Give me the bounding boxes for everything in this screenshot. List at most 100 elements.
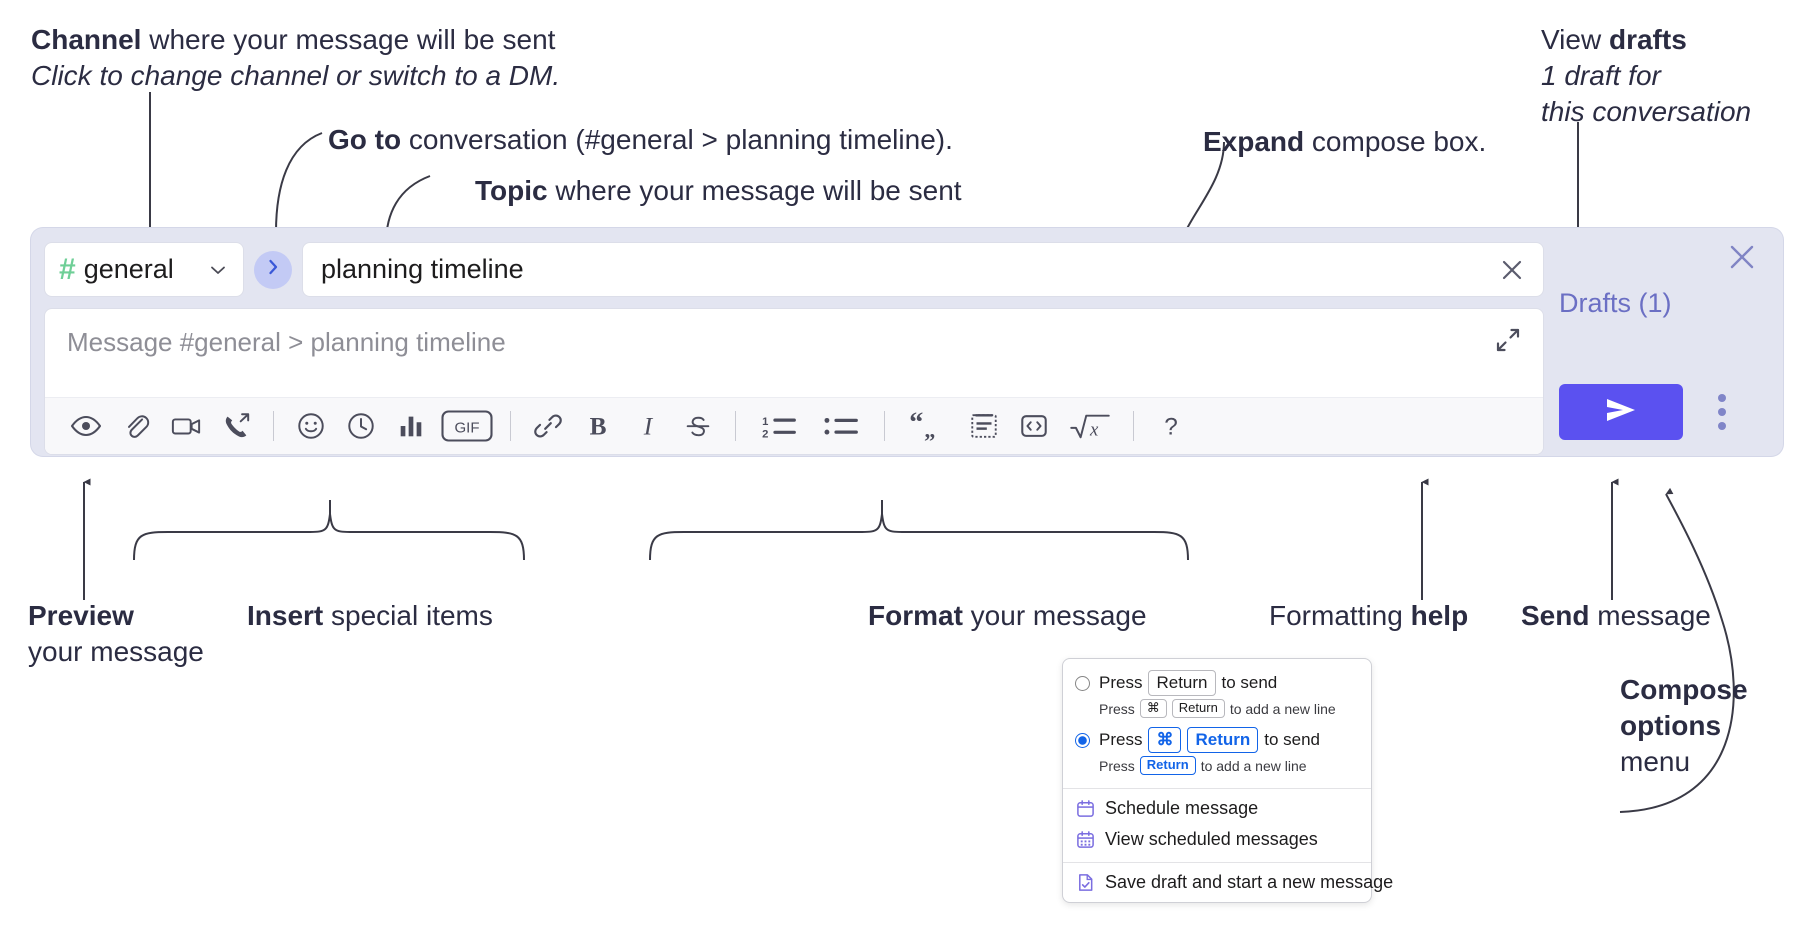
annotation-drafts-plain: View (1541, 24, 1609, 55)
message-input[interactable]: Message #general > planning timeline (45, 309, 1543, 397)
bulleted-list-icon[interactable] (810, 402, 872, 450)
annotation-preview: Preview your message (28, 598, 204, 670)
key-return: Return (1148, 670, 1216, 697)
menu-divider (1063, 787, 1371, 789)
annotation-channel-bold: Channel (31, 24, 142, 55)
formatting-toolbar: GIF (45, 397, 1543, 454)
compose-options-menu: Press Return to send Press ⌘ Return to a… (1062, 658, 1393, 903)
preview-icon[interactable] (61, 402, 111, 450)
annotation-topic-bold: Topic (475, 175, 548, 206)
code-block-icon[interactable] (959, 402, 1009, 450)
svg-text:1: 1 (762, 416, 768, 428)
annotation-channel: Channel where your message will be sent … (31, 22, 560, 94)
annotation-insert-bold: Insert (247, 600, 324, 631)
channel-selector[interactable]: # general (44, 242, 244, 297)
annotation-expand-bold: Expand (1203, 126, 1305, 157)
inline-code-icon[interactable] (1009, 402, 1059, 450)
go-to-conversation-button[interactable] (254, 250, 292, 289)
annotation-compose-options-line2: options (1620, 709, 1722, 741)
clock-icon[interactable] (336, 402, 386, 450)
annotation-expand-rest: compose box. (1304, 126, 1487, 157)
annotation-drafts-italic1: 1 draft for (1541, 59, 1661, 91)
annotation-insert: Insert special items (247, 598, 493, 634)
menu-item-view-scheduled[interactable]: View scheduled messages (1063, 824, 1371, 855)
compose-header-row: # general planning timeline (44, 241, 1544, 298)
svg-text:GIF: GIF (455, 420, 480, 437)
send-option-return-hint: Press ⌘ Return to add a new line (1063, 697, 1371, 724)
annotation-preview-bold: Preview (28, 600, 134, 631)
math-icon[interactable]: x (1059, 402, 1121, 450)
save-draft-icon (1075, 872, 1095, 892)
press-label: Press (1099, 757, 1135, 774)
more-vertical-dot (1718, 422, 1726, 430)
annotation-format-bold: Format (868, 600, 963, 631)
radio-unselected-icon[interactable] (1075, 675, 1090, 691)
toolbar-separator (884, 411, 885, 441)
video-camera-icon[interactable] (161, 402, 211, 450)
strikethrough-icon[interactable] (673, 402, 723, 450)
radio-selected-icon[interactable] (1075, 732, 1090, 748)
key-command: ⌘ (1139, 699, 1167, 718)
annotation-compose-options: Compose options menu (1620, 672, 1748, 779)
annotation-goto: Go to conversation (#general > planning … (328, 122, 953, 158)
blockquote-icon[interactable]: “ „ (897, 402, 959, 450)
annotation-goto-rest: conversation (#general > planning timeli… (401, 124, 953, 155)
send-option-cmd-return[interactable]: Press ⌘ Return to send (1063, 724, 1371, 754)
menu-item-label: Schedule message (1105, 797, 1259, 818)
close-icon[interactable] (1725, 240, 1761, 276)
svg-text:B: B (590, 412, 607, 440)
annotation-topic-rest: where your message will be sent (547, 175, 962, 206)
annotation-channel-italic: Click to change channel or switch to a D… (31, 59, 561, 91)
to-send-label: to send (1264, 730, 1321, 750)
menu-item-schedule-message[interactable]: Schedule message (1063, 793, 1371, 824)
key-command: ⌘ (1148, 726, 1182, 754)
hash-icon: # (59, 252, 76, 286)
newline-label: to add a new line (1200, 757, 1307, 774)
toolbar-separator (735, 411, 736, 441)
toolbar-separator (273, 411, 274, 441)
annotation-compose-options-plain: menu (1620, 745, 1691, 777)
chevron-down-icon (209, 261, 227, 279)
audio-clip-icon[interactable] (211, 402, 261, 450)
attachment-icon[interactable] (111, 402, 161, 450)
annotation-channel-rest: where your message will be sent (141, 24, 556, 55)
message-compose-box: # general planning timeline (31, 228, 1783, 456)
close-icon[interactable] (1495, 253, 1529, 287)
annotation-format-rest: your message (962, 600, 1147, 631)
calendar-grid-icon (1075, 829, 1095, 849)
topic-input[interactable]: planning timeline (302, 242, 1544, 297)
send-option-return[interactable]: Press Return to send (1063, 667, 1371, 697)
italic-icon[interactable]: I (623, 402, 673, 450)
menu-item-save-draft[interactable]: Save draft and start a new message (1063, 867, 1393, 898)
key-return: Return (1139, 756, 1196, 775)
key-return: Return (1187, 726, 1259, 754)
drafts-link[interactable]: Drafts (1) (1559, 288, 1672, 318)
message-placeholder: Message #general > planning timeline (67, 327, 506, 357)
expand-diagonal-icon[interactable] (1493, 325, 1527, 359)
link-icon[interactable] (523, 402, 573, 450)
annotation-drafts: View drafts 1 draft for this conversatio… (1541, 22, 1751, 129)
send-option-cmd-return-hint: Press Return to add a new line (1063, 754, 1371, 781)
svg-text:“: “ (909, 411, 923, 439)
send-button[interactable] (1559, 384, 1683, 440)
channel-name: general (83, 254, 174, 284)
poll-icon[interactable] (386, 402, 436, 450)
annotation-formatting-help: Formatting help (1269, 598, 1468, 634)
key-return: Return (1171, 699, 1225, 718)
emoji-icon[interactable] (286, 402, 336, 450)
annotation-send-rest: message (1589, 600, 1711, 631)
toolbar-separator (1133, 411, 1134, 441)
bold-icon[interactable]: B (573, 402, 623, 450)
message-editor-card: Message #general > planning timeline (44, 308, 1544, 455)
svg-text:2: 2 (762, 428, 768, 440)
gif-icon[interactable]: GIF (436, 402, 498, 450)
compose-options-button[interactable] (1707, 391, 1737, 433)
annotation-send: Send message (1521, 598, 1711, 634)
help-icon[interactable]: ? (1146, 402, 1196, 450)
annotation-help-bold: help (1410, 600, 1469, 631)
compose-right-rail: Drafts (1) (1545, 228, 1783, 456)
press-label: Press (1099, 673, 1143, 693)
ordered-list-icon[interactable]: 1 2 (748, 402, 810, 450)
svg-text:x: x (1089, 419, 1099, 440)
svg-text:I: I (643, 412, 654, 440)
